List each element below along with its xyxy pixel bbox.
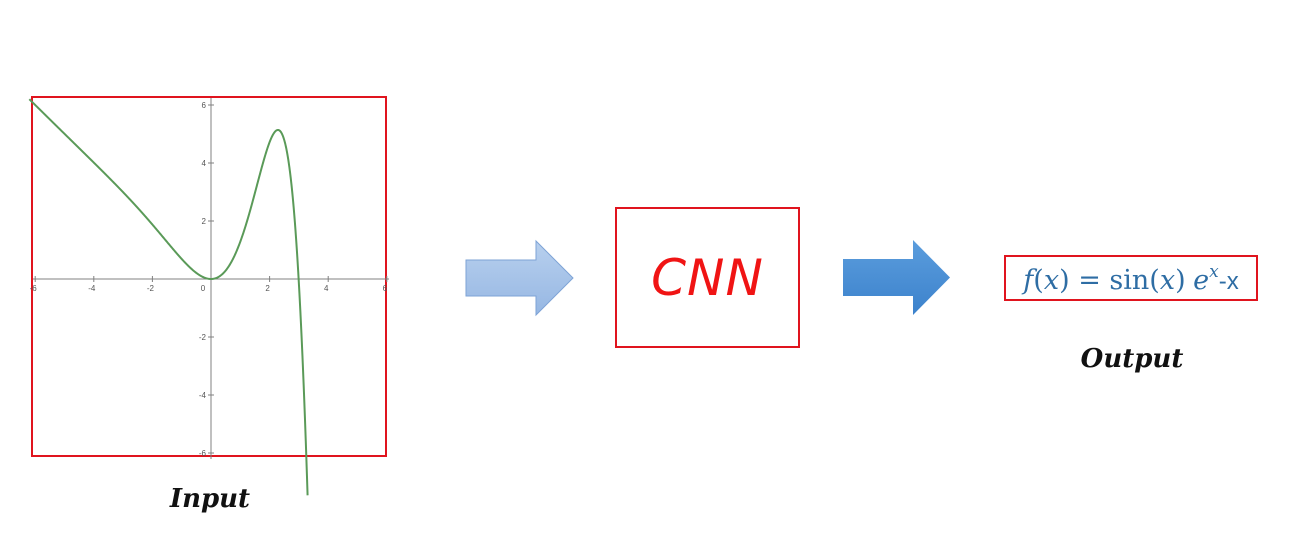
formula-sin-close: ): [1175, 265, 1186, 296]
formula-open-paren: (: [1033, 265, 1044, 296]
formula-exponent: x: [1209, 262, 1219, 282]
formula-sin-x: x: [1159, 265, 1176, 296]
right-arrow-icon: [843, 240, 950, 315]
y-tick-label: -4: [199, 391, 207, 400]
function-curve: [28, 98, 309, 496]
x-tick-label: 2: [265, 284, 270, 293]
x-tick-label: -4: [88, 284, 96, 293]
x-tick-label: -2: [147, 284, 155, 293]
y-tick-label: 6: [202, 101, 207, 110]
x-tick-label: 6: [383, 284, 388, 293]
input-plot-box: -6 -4 -2 0 2 4 6 6 4 2 -2 -4 -6: [28, 96, 389, 496]
y-tick-label: 4: [202, 159, 207, 168]
formula-sin: sin: [1109, 265, 1150, 296]
output-formula: f(x) = sin(x) ex-x: [1023, 262, 1238, 296]
formula-equals: =: [1069, 265, 1110, 296]
y-tick-label: -6: [199, 449, 207, 458]
formula-close-paren: ): [1059, 265, 1070, 296]
formula-sin-open: (: [1149, 265, 1160, 296]
y-tick-label: 2: [202, 217, 207, 226]
right-arrow-icon: [465, 239, 574, 317]
formula-e: e: [1193, 265, 1210, 296]
cnn-model-box: CNN: [615, 207, 800, 348]
x-tick-label: 0: [201, 284, 206, 293]
formula-tail: -x: [1218, 268, 1239, 295]
cnn-label: CNN: [651, 248, 764, 307]
input-function-plot: -6 -4 -2 0 2 4 6 6 4 2 -2 -4 -6: [28, 98, 389, 496]
formula-x: x: [1043, 265, 1060, 296]
y-tick-label: -2: [199, 333, 207, 342]
x-tick-label: 4: [324, 284, 329, 293]
input-caption: Input: [169, 484, 251, 514]
formula-f: f: [1023, 265, 1034, 296]
plot-ticks: -6 -4 -2 0 2 4 6 6 4 2 -2 -4 -6: [30, 101, 388, 458]
x-tick-label: -6: [30, 284, 38, 293]
output-caption: Output: [1080, 344, 1184, 374]
output-formula-box: f(x) = sin(x) ex-x: [1004, 255, 1258, 301]
